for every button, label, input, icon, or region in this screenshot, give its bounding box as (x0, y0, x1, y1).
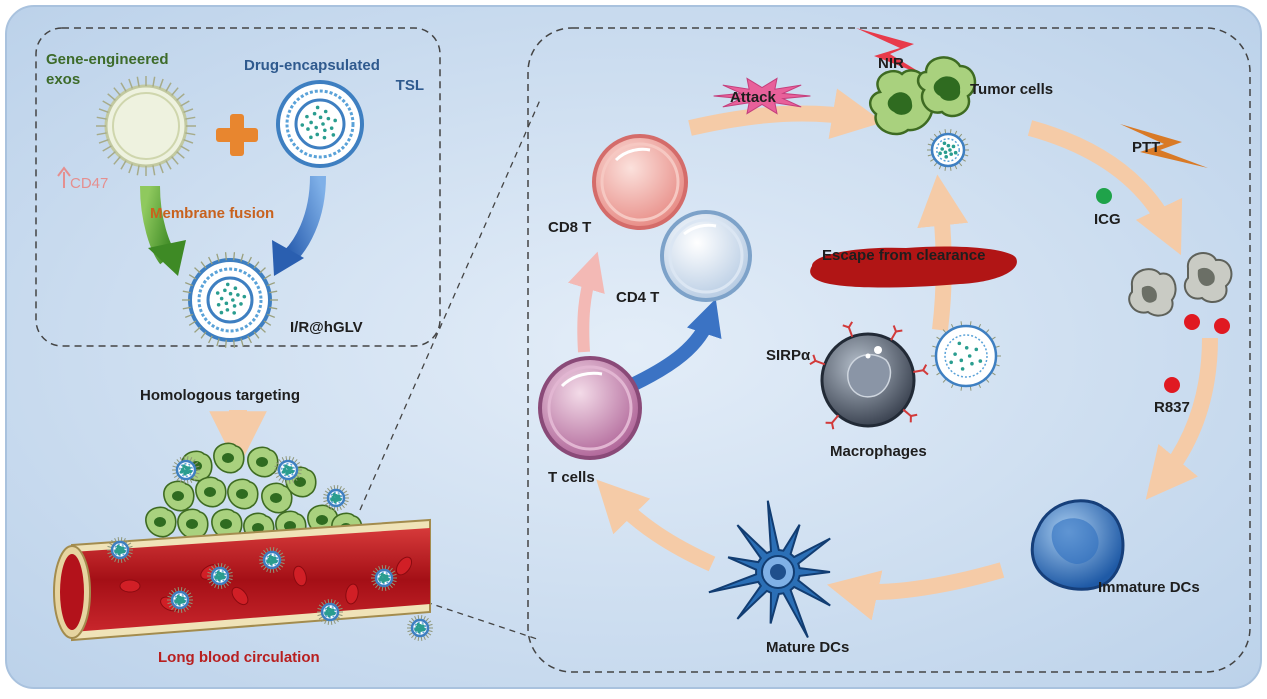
homologous-targeting-label: Homologous targeting (140, 387, 300, 404)
membrane-fusion-label: Membrane fusion (150, 205, 274, 222)
long-blood-circulation-label: Long blood circulation (158, 649, 320, 666)
product-label: I/R@hGLV (290, 319, 363, 336)
tsl-label-line2: TSL (396, 77, 424, 94)
exos-label-line2: exos (46, 71, 80, 88)
t-cell-icon (540, 358, 640, 458)
mature-dcs-label: Mature DCs (766, 639, 849, 656)
tsl-label-line1: Drug-encapsulated (244, 57, 380, 74)
cd8-t-cell-icon (594, 136, 686, 228)
escape-from-clearance-label: Escape from clearance (822, 247, 985, 264)
t-cells-label: T cells (548, 469, 595, 486)
macrophages-label: Macrophages (830, 443, 927, 460)
immature-dcs-label: Immature DCs (1098, 579, 1200, 596)
icg-label: ICG (1094, 211, 1121, 228)
cd4-t-label: CD4 T (616, 289, 659, 306)
sirpa-label: SIRPα (766, 347, 811, 364)
ptt-label: PTT (1132, 139, 1160, 156)
cd47-label: CD47 (70, 175, 108, 192)
cd8-t-label: CD8 T (548, 219, 591, 236)
tumor-cells-label: Tumor cells (970, 81, 1053, 98)
liposome-tsl-icon (278, 82, 362, 166)
cd4-t-cell-icon (662, 212, 750, 300)
icg-dot-icon (1096, 188, 1112, 204)
immature-dc-icon (1032, 501, 1123, 590)
nir-label: NIR (878, 55, 904, 72)
r837-label: R837 (1154, 399, 1190, 416)
attack-label: Attack (730, 89, 777, 106)
exos-label-line1: Gene-engineered (46, 51, 169, 68)
